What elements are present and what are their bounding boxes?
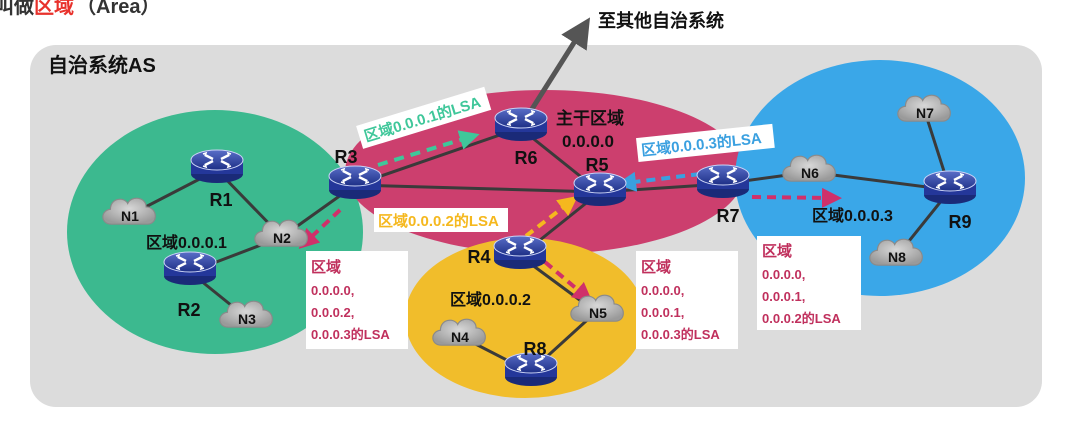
area2-label: 区域0.0.0.2 (450, 290, 531, 309)
lsa-arrow-area3 (616, 171, 701, 192)
lsa-arrow-to-area3 (751, 187, 842, 208)
router-R4-label: R4 (467, 247, 490, 267)
lsa-arrow-area2 (524, 195, 578, 238)
network-N6-label: N6 (801, 165, 819, 181)
heading-highlight: 区域 (34, 0, 74, 18)
router-R5-icon (572, 171, 628, 208)
backbone-id: 0.0.0.0 (562, 132, 614, 151)
router-R8-label: R8 (523, 339, 546, 359)
external-label: 至其他自治系统 (598, 10, 724, 31)
area-0-0-0-2 (405, 238, 645, 398)
lsa-label-area2: 区域0.0.0.2的LSA (374, 208, 508, 232)
router-R7-icon (695, 163, 751, 200)
svg-text:0.0.0.0,: 0.0.0.0, (641, 283, 684, 298)
router-R9-label: R9 (948, 212, 971, 232)
backbone-title: 主干区域 (556, 108, 624, 128)
network-N4-label: N4 (451, 329, 469, 345)
router-R5-label: R5 (585, 155, 608, 175)
summary-box-to-area3: 区域 0.0.0.0, 0.0.0.1, 0.0.0.2的LSA (757, 236, 861, 330)
router-R3-icon (327, 164, 383, 201)
network-N5-label: N5 (589, 305, 607, 321)
network-N8-label: N8 (888, 249, 906, 265)
svg-text:区域0.0.0.2的LSA: 区域0.0.0.2的LSA (378, 212, 499, 230)
svg-text:0.0.0.1,: 0.0.0.1, (641, 305, 684, 320)
router-R7-label: R7 (716, 206, 739, 226)
lsa-arrow-to-area1 (298, 208, 342, 249)
network-N3-label: N3 (238, 311, 256, 327)
svg-text:0.0.0.2的LSA: 0.0.0.2的LSA (762, 311, 841, 326)
router-R1-icon (189, 148, 245, 185)
svg-text:0.0.0.3的LSA: 0.0.0.3的LSA (641, 327, 720, 342)
svg-text:区域: 区域 (641, 258, 671, 276)
router-R2-label: R2 (177, 300, 200, 320)
svg-text:0.0.0.1,: 0.0.0.1, (762, 289, 805, 304)
router-R4-icon (492, 234, 548, 271)
router-R6-icon (493, 106, 549, 143)
area-0-0-0-1 (67, 110, 363, 354)
area3-label: 区域0.0.0.3 (812, 206, 893, 225)
router-R3-label: R3 (334, 147, 357, 167)
svg-text:0.0.0.0,: 0.0.0.0, (311, 283, 354, 298)
area1-label: 区域0.0.0.1 (146, 233, 227, 252)
network-N7-label: N7 (916, 105, 934, 121)
router-R1-label: R1 (209, 190, 232, 210)
heading-suffix: （Area） (76, 0, 160, 18)
router-R2-icon (162, 250, 218, 287)
as-label: 自治系统AS (48, 53, 156, 77)
svg-text:区域: 区域 (311, 258, 341, 276)
network-N1-label: N1 (121, 208, 139, 224)
lsa-arrow-to-area2 (543, 260, 593, 303)
svg-text:0.0.0.3的LSA: 0.0.0.3的LSA (311, 327, 390, 342)
heading-prefix: 叫做 (0, 0, 35, 18)
summary-box-to-area1: 区域 0.0.0.0, 0.0.0.2, 0.0.0.3的LSA (306, 251, 408, 349)
summary-box-to-area2: 区域 0.0.0.0, 0.0.0.1, 0.0.0.3的LSA (636, 251, 738, 349)
svg-text:区域: 区域 (762, 242, 792, 260)
svg-text:0.0.0.2,: 0.0.0.2, (311, 305, 354, 320)
svg-text:0.0.0.0,: 0.0.0.0, (762, 267, 805, 282)
router-R6-label: R6 (514, 148, 537, 168)
network-N2-label: N2 (273, 230, 291, 246)
router-R9-icon (922, 169, 978, 206)
